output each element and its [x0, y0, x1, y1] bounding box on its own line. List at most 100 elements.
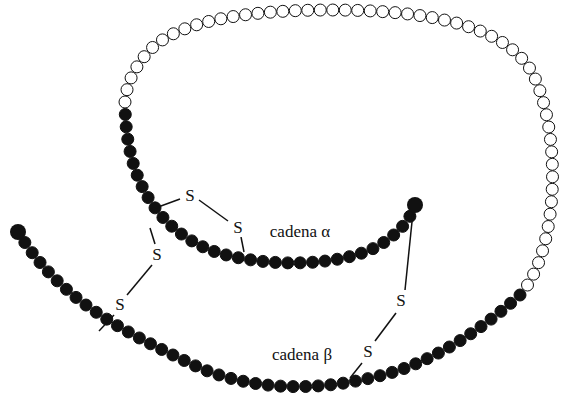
amino-acid-bead [451, 17, 463, 29]
amino-acid-bead [125, 72, 137, 84]
sulfur-label: S [394, 292, 407, 311]
amino-acid-bead [386, 366, 398, 378]
beta-chain-path [18, 232, 520, 387]
amino-acid-bead [144, 338, 156, 350]
amino-acid-bead [352, 4, 364, 16]
amino-acid-bead [438, 14, 450, 26]
amino-acid-bead [312, 380, 324, 392]
amino-acid-bead [374, 370, 386, 382]
amino-acid-bead [454, 335, 466, 347]
amino-acid-bead [534, 85, 546, 97]
amino-acid-bead [179, 23, 191, 35]
chain-label: cadena α [268, 223, 332, 242]
amino-acid-bead [124, 145, 136, 157]
amino-acid-bead [245, 254, 257, 266]
amino-acid-bead [540, 233, 552, 245]
amino-acid-bead [120, 121, 132, 133]
amino-acid-bead [389, 7, 401, 19]
amino-acid-bead [410, 358, 422, 370]
sulfur-label: S [150, 246, 163, 265]
amino-acid-bead [547, 171, 559, 183]
bond-line [405, 212, 413, 290]
amino-acid-bead [70, 291, 82, 303]
amino-acid-bead [398, 363, 410, 375]
amino-acid-bead [213, 369, 225, 381]
amino-acid-bead [314, 4, 326, 16]
amino-acid-bead [250, 377, 262, 389]
amino-acid-bead [474, 25, 486, 37]
amino-acid-bead [421, 353, 433, 365]
amino-acid-bead [257, 255, 269, 267]
bond-line [150, 199, 180, 210]
amino-acid-bead [138, 51, 150, 63]
amino-acid-bead [42, 266, 54, 278]
amino-acid-bead [367, 243, 379, 255]
amino-acid-bead [364, 5, 376, 17]
amino-acid-bead [240, 9, 252, 21]
amino-acid-bead [546, 183, 558, 195]
bond-line [99, 315, 114, 331]
amino-acid-bead [277, 5, 289, 17]
amino-acid-bead [331, 253, 343, 265]
amino-acid-bead [432, 347, 444, 359]
amino-acid-bead [463, 21, 475, 33]
amino-acid-bead [289, 5, 301, 17]
amino-acid-bead [122, 133, 134, 145]
bond-line [199, 200, 228, 221]
amino-acid-bead [166, 220, 178, 232]
amino-acid-bead [191, 19, 203, 31]
amino-acid-bead [133, 332, 145, 344]
amino-acid-bead [51, 275, 63, 287]
amino-acid-bead [505, 297, 517, 309]
bond-line [241, 237, 244, 252]
amino-acid-bead [339, 4, 351, 16]
amino-acid-bead [264, 6, 276, 18]
amino-acid-bead [122, 326, 134, 338]
amino-acid-bead [156, 343, 168, 355]
chain-label: cadena β [270, 346, 334, 365]
amino-acid-bead [225, 372, 237, 384]
amino-acid-bead [523, 62, 535, 74]
amino-acid-bead [237, 375, 249, 387]
amino-acid-bead [402, 8, 414, 20]
amino-acid-bead [186, 235, 198, 247]
amino-acid-bead [80, 299, 92, 311]
c-peptide-path [125, 10, 553, 295]
amino-acid-bead [327, 4, 339, 16]
amino-acid-bead [121, 84, 133, 96]
amino-acid-bead [397, 220, 409, 232]
sulfur-label: S [183, 187, 196, 206]
amino-acid-bead [542, 221, 554, 233]
amino-acid-bead [197, 241, 209, 253]
amino-acid-bead [443, 341, 455, 353]
amino-acid-bead [319, 255, 331, 267]
amino-acid-bead [119, 96, 131, 108]
sulfur-label: S [231, 219, 244, 238]
amino-acid-bead [355, 247, 367, 259]
amino-acid-bead [496, 36, 508, 48]
amino-acid-bead [343, 251, 355, 263]
amino-acid-bead [426, 12, 438, 24]
amino-acid-bead [201, 365, 213, 377]
amino-acid-bead [543, 121, 555, 133]
amino-acid-bead [262, 379, 274, 391]
bead-group [10, 4, 559, 393]
amino-acid-bead [302, 4, 314, 16]
amino-acid-bead [514, 289, 526, 301]
amino-acid-bead [119, 108, 131, 120]
disulfide-bonds [99, 199, 413, 378]
amino-acid-bead [377, 6, 389, 18]
bond-line [127, 265, 152, 295]
amino-acid-bead [546, 158, 558, 170]
amino-acid-bead [537, 245, 549, 257]
amino-acid-bead [533, 257, 545, 269]
amino-acid-bead [495, 305, 507, 317]
amino-acid-bead [294, 257, 306, 269]
chain-end-bead [407, 197, 423, 213]
sulfur-label: S [113, 296, 126, 315]
amino-acid-bead [167, 28, 179, 40]
bond-line [350, 363, 362, 378]
amino-acid-bead [337, 377, 349, 389]
amino-acid-bead [252, 7, 264, 19]
